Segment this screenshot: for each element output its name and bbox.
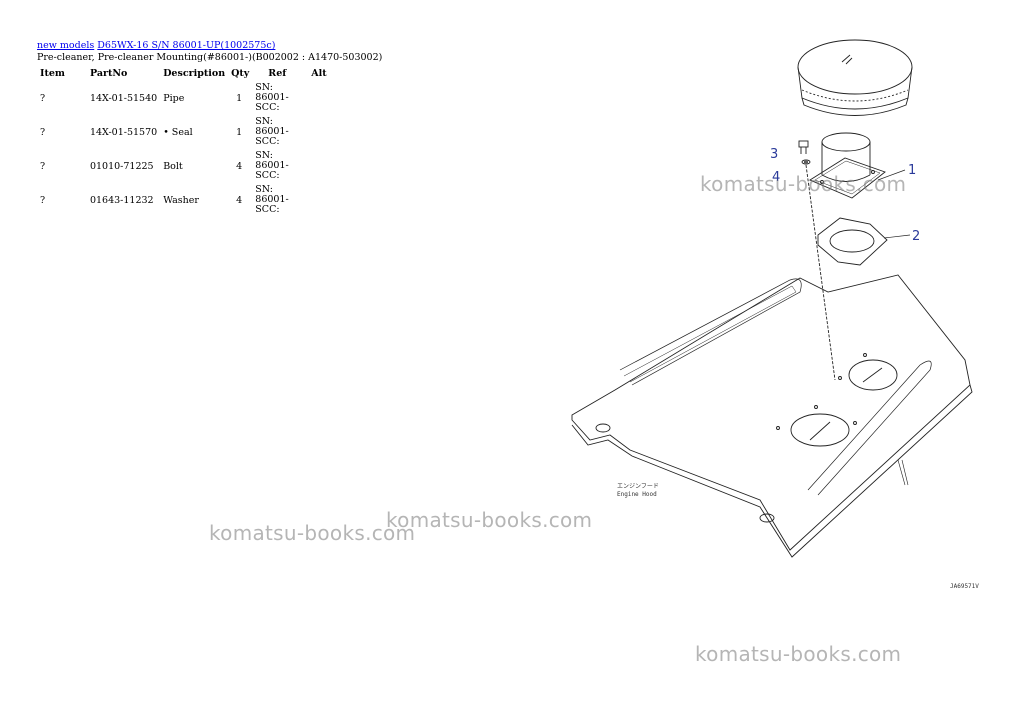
cell-ref: SN: 86001-SCC: [255, 150, 289, 181]
breadcrumb: new models D65WX-16 S/N 86001-UP(1002575… [37, 40, 275, 51]
cell-qty: 1 [236, 126, 243, 138]
header-partno: PartNo [89, 67, 128, 79]
precleaner-cap-drawing [797, 39, 913, 116]
cell-partno: 14X-01-51570 [89, 126, 158, 138]
cell-alt [308, 183, 329, 217]
table-row: ? 14X-01-51540 Pipe 1 SN: 86001-SCC: [37, 81, 330, 115]
cell-partno: 01643-11232 [89, 194, 154, 206]
seal-drawing [817, 217, 888, 266]
cell-description: Washer [163, 194, 199, 206]
header-item: Item [40, 67, 65, 79]
callout-2: 2 [912, 229, 920, 244]
cell-alt [308, 149, 329, 183]
header-ref: Ref [268, 67, 287, 79]
cell-description: • Seal [163, 126, 193, 138]
cell-item: ? [40, 92, 46, 104]
parts-table: Item PartNo Description Qty Ref Alt ? 14… [37, 65, 330, 217]
diagram-code: JA69571V [950, 583, 979, 590]
callout-3: 3 [770, 147, 778, 162]
watermark: komatsu-books.com [695, 642, 902, 666]
header-alt: Alt [311, 67, 327, 79]
header-qty: Qty [231, 67, 250, 79]
cell-description: Bolt [163, 160, 183, 172]
bolt-washer-drawing [798, 140, 836, 381]
cell-item: ? [40, 194, 46, 206]
cell-qty: 4 [236, 160, 243, 172]
callout-4: 4 [772, 170, 780, 185]
breadcrumb-link-new-models[interactable]: new models [37, 40, 95, 51]
pipe-drawing [809, 132, 886, 199]
cell-alt [308, 115, 329, 149]
cell-partno: 14X-01-51540 [89, 92, 158, 104]
cell-qty: 1 [236, 92, 243, 104]
engine-hood-label-jp: エンジンフード [617, 483, 659, 490]
watermark: komatsu-books.com [700, 172, 907, 196]
table-header-row: Item PartNo Description Qty Ref Alt [37, 65, 330, 81]
cell-description: Pipe [163, 92, 185, 104]
watermark: komatsu-books.com [209, 521, 416, 545]
cell-partno: 01010-71225 [89, 160, 154, 172]
cell-ref: SN: 86001-SCC: [255, 184, 289, 215]
cell-ref: SN: 86001-SCC: [255, 116, 289, 147]
table-row: ? 01010-71225 Bolt 4 SN: 86001-SCC: [37, 149, 330, 183]
header-description: Description [163, 67, 226, 79]
cell-item: ? [40, 160, 46, 172]
callout-1: 1 [908, 163, 916, 178]
cell-qty: 4 [236, 194, 243, 206]
cell-alt [308, 81, 329, 115]
cell-item: ? [40, 126, 46, 138]
engine-hood-label-en: Engine Hood [617, 491, 657, 498]
table-row: ? 01643-11232 Washer 4 SN: 86001-SCC: [37, 183, 330, 217]
parts-diagram: 1 2 3 4 エンジンフード Engine Hood JA69571V [571, 39, 979, 590]
breadcrumb-link-model[interactable]: D65WX-16 S/N 86001-UP(1002575c) [97, 40, 276, 51]
table-row: ? 14X-01-51570 • Seal 1 SN: 86001-SCC: [37, 115, 330, 149]
cell-ref: SN: 86001-SCC: [255, 82, 289, 113]
watermark: komatsu-books.com [386, 508, 593, 532]
engine-hood-drawing [571, 274, 973, 558]
page-title: Pre-cleaner, Pre-cleaner Mounting(#86001… [37, 52, 383, 63]
